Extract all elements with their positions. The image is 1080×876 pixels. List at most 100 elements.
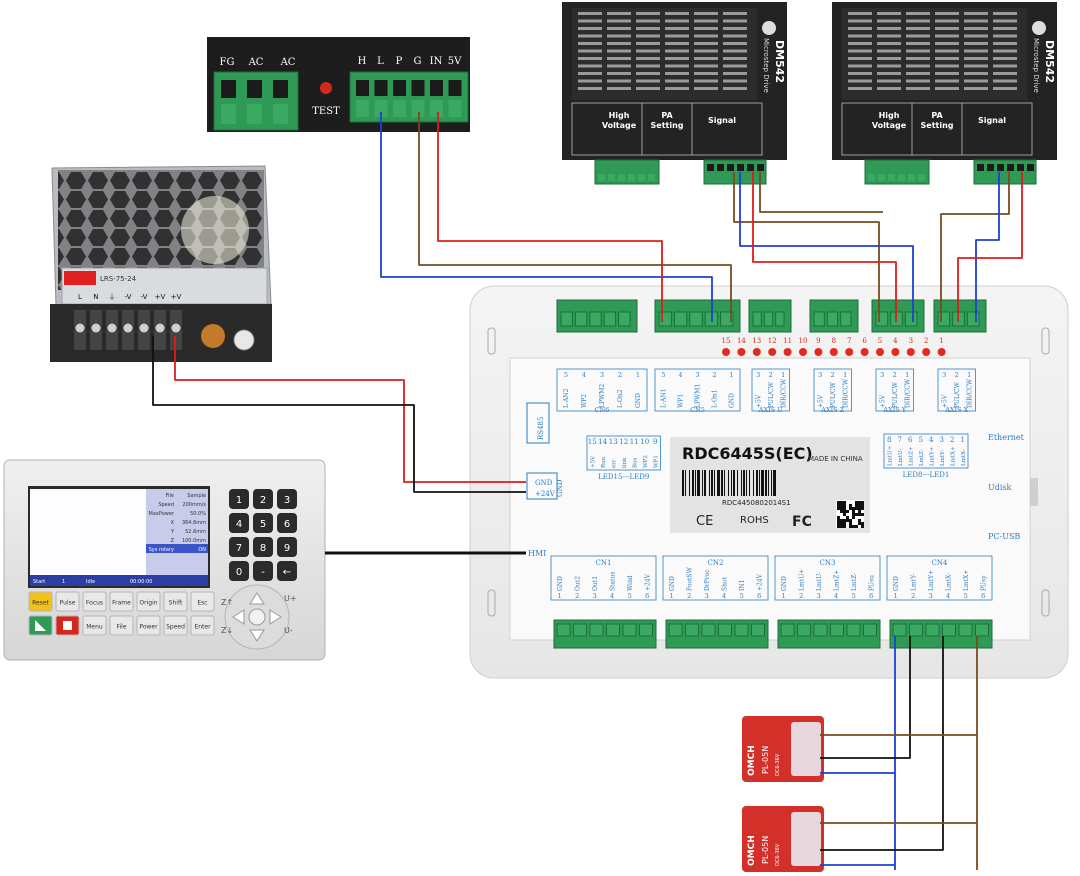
spec-table-cell xyxy=(906,87,930,90)
numkey-6[interactable]: 6 xyxy=(277,513,297,533)
dpad-label-z-down: Z↓ xyxy=(221,626,233,635)
spec-table-cell xyxy=(848,57,872,60)
numkey-7[interactable]: 7 xyxy=(229,537,249,557)
spec-table-cell xyxy=(906,19,930,23)
stop-icon xyxy=(63,621,72,630)
key-frame[interactable]: Frame xyxy=(109,591,134,612)
key-shift[interactable]: Shift xyxy=(163,591,188,612)
key-face[interactable] xyxy=(163,591,188,612)
arrow-down-icon[interactable] xyxy=(249,629,265,642)
psu24-screw xyxy=(171,323,181,333)
numkey-3[interactable]: 3 xyxy=(277,489,297,509)
pin-label: GND xyxy=(729,393,736,408)
numkey-face[interactable] xyxy=(277,537,297,557)
numkey-face[interactable] xyxy=(277,561,297,581)
key-menu[interactable]: Menu xyxy=(82,615,107,636)
numkey-face[interactable] xyxy=(253,537,273,557)
test-button[interactable] xyxy=(320,82,332,94)
key-face[interactable] xyxy=(55,591,80,612)
key-pulse[interactable]: Pulse xyxy=(55,591,80,612)
key-file[interactable]: File xyxy=(109,615,134,636)
hmi-label: HMI xyxy=(528,549,546,558)
key-face[interactable] xyxy=(109,591,134,612)
numkey-face[interactable] xyxy=(253,513,273,533)
key-focus[interactable]: Focus xyxy=(82,591,107,612)
numkey-face[interactable] xyxy=(229,561,249,581)
numkey-face[interactable] xyxy=(229,537,249,557)
numkey-8[interactable]: 8 xyxy=(253,537,273,557)
arrow-left-icon[interactable] xyxy=(232,609,245,625)
pin-number: 2 xyxy=(955,371,959,379)
pin-number: 4 xyxy=(834,592,838,600)
numkey-4[interactable]: 4 xyxy=(229,513,249,533)
numkey-face[interactable] xyxy=(253,561,273,581)
pin-label: L-On1 xyxy=(712,389,719,408)
terminal-slot xyxy=(638,174,645,181)
numkey-←[interactable]: ← xyxy=(277,561,297,581)
spec-table-cell xyxy=(607,19,631,23)
key-stop[interactable]: Stop xyxy=(55,615,80,636)
pin-label: PUL/CW xyxy=(768,381,775,408)
key-face[interactable] xyxy=(82,591,107,612)
pin-number: 1 xyxy=(782,592,786,600)
connector-slot xyxy=(589,311,602,327)
numkey-face[interactable] xyxy=(253,489,273,509)
numkey--[interactable]: - xyxy=(253,561,273,581)
pin-label: GND xyxy=(557,576,564,591)
psu-terminal-label: 5V xyxy=(448,56,462,67)
spec-table-cell xyxy=(665,79,689,83)
numkey-0[interactable]: 0 xyxy=(229,561,249,581)
numkey-9[interactable]: 9 xyxy=(277,537,297,557)
numkey-5[interactable]: 5 xyxy=(253,513,273,533)
key-face[interactable] xyxy=(190,591,215,612)
numkey-label: 1 xyxy=(236,495,242,506)
pin-label: LPWM1 xyxy=(695,384,702,408)
key-face[interactable] xyxy=(28,591,53,612)
key-esc[interactable]: Esc xyxy=(190,591,215,612)
pin-number: 3 xyxy=(600,371,604,379)
pin-label: LmtX- xyxy=(945,573,952,591)
numkey-face[interactable] xyxy=(277,489,297,509)
barcode-bar xyxy=(737,470,738,496)
key-face[interactable] xyxy=(82,615,107,636)
key-speed[interactable]: Speed xyxy=(163,615,188,636)
key-power[interactable]: Power xyxy=(136,615,161,636)
wire-y-brown2 xyxy=(759,172,883,213)
sensor-spec: DC6-36V xyxy=(775,843,781,866)
key-face[interactable] xyxy=(190,615,215,636)
dpad-center-button[interactable] xyxy=(248,608,266,626)
spec-table-cell xyxy=(578,12,602,15)
key-reset[interactable]: Reset xyxy=(28,591,53,612)
spec-table-cell xyxy=(578,27,602,30)
numkey-face[interactable] xyxy=(277,513,297,533)
driver-signal-terminal xyxy=(973,159,1037,185)
key-face[interactable] xyxy=(136,591,161,612)
udisk-port[interactable] xyxy=(1030,478,1038,506)
spec-table-cell xyxy=(578,64,602,68)
key-face[interactable] xyxy=(163,615,188,636)
qr-module xyxy=(840,504,843,507)
numkey-2[interactable]: 2 xyxy=(253,489,273,509)
key-enter[interactable]: Enter xyxy=(190,615,215,636)
top-connector-2 xyxy=(654,299,741,333)
barcode-bar xyxy=(731,470,732,496)
pin-group-name: CN3 xyxy=(820,559,836,567)
key-start[interactable]: Start xyxy=(28,615,53,636)
pin-label: LmtY- xyxy=(910,574,917,591)
spec-table-cell xyxy=(578,19,602,23)
led-pin-label: LmtX+ xyxy=(950,446,956,466)
numkey-face[interactable] xyxy=(229,489,249,509)
spec-table-cell xyxy=(906,79,930,83)
pin-number: 3 xyxy=(817,592,821,600)
numkey-face[interactable] xyxy=(229,513,249,533)
arrow-up-icon[interactable] xyxy=(249,592,265,605)
key-face[interactable] xyxy=(109,615,134,636)
pin-group-box xyxy=(654,368,741,412)
numkey-1[interactable]: 1 xyxy=(229,489,249,509)
top-connector-3 xyxy=(748,299,792,333)
key-face[interactable] xyxy=(136,615,161,636)
status-led xyxy=(752,348,761,356)
arrow-right-icon[interactable] xyxy=(269,609,282,625)
led-number: 13 xyxy=(609,438,618,446)
key-origin[interactable]: Origin xyxy=(136,591,161,612)
